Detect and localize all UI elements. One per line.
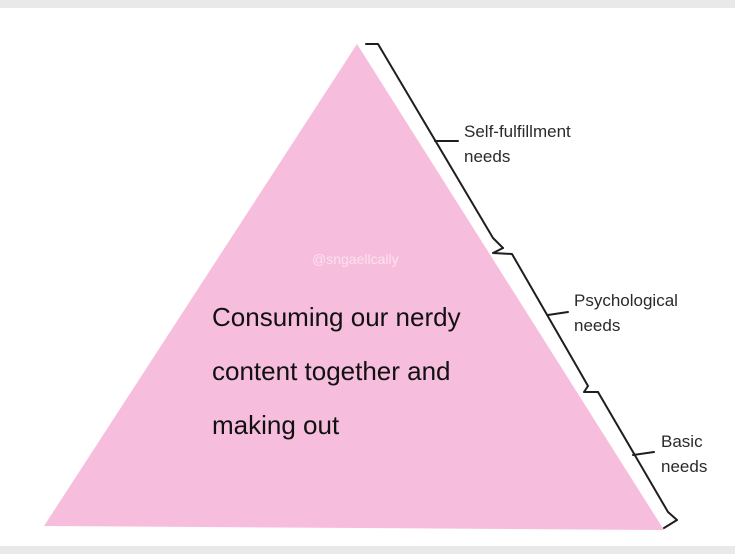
pyramid-triangle	[44, 44, 664, 530]
caption-line: content together and	[212, 356, 451, 386]
bracket-label-self-fulfillment: Self-fulfillment needs	[464, 122, 576, 166]
bracket-label-line: Self-fulfillment	[464, 122, 571, 141]
bracket-psychological: Psychological needs	[492, 247, 683, 393]
bracket-line	[492, 247, 599, 393]
bracket-label-line: needs	[574, 316, 620, 335]
bracket-tick	[632, 451, 655, 456]
bracket-label-line: Basic	[661, 432, 703, 451]
bracket-tick	[547, 311, 569, 316]
bracket-self-fulfillment: Self-fulfillment needs	[365, 43, 576, 249]
bracket-line	[597, 391, 678, 529]
bracket-label-line: Psychological	[574, 291, 678, 310]
bracket-label-line: needs	[661, 457, 707, 476]
bracket-label-basic: Basic needs	[661, 432, 707, 476]
caption-line: Consuming our nerdy	[212, 302, 461, 332]
bracket-basic: Basic needs	[597, 391, 707, 529]
bracket-label-line: needs	[464, 147, 510, 166]
watermark: @sngaellcally	[312, 251, 399, 267]
bracket-label-psychological: Psychological needs	[574, 291, 683, 335]
pyramid-caption: Consuming our nerdy content together and…	[212, 290, 522, 452]
caption-line: making out	[212, 410, 340, 440]
